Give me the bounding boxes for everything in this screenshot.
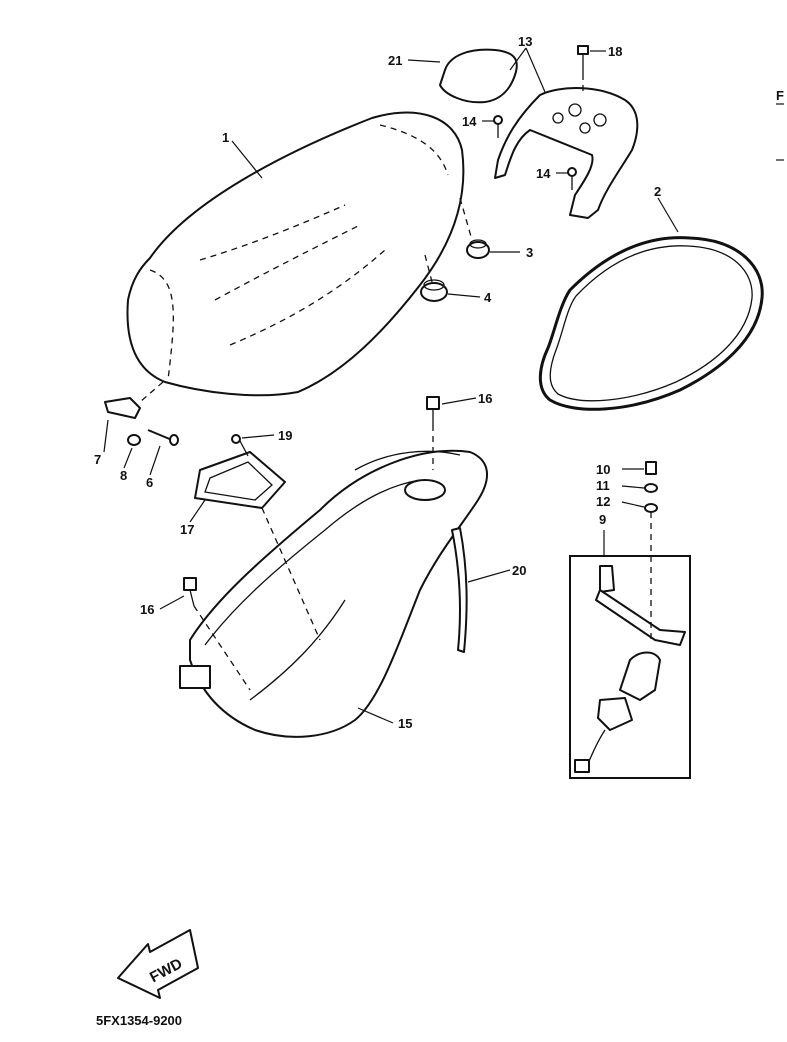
callout-19: 19 xyxy=(278,428,292,443)
callout-16-upper: 16 xyxy=(478,391,492,406)
bolt-14-lower xyxy=(567,167,577,190)
rear-cover xyxy=(439,48,518,104)
seat-to-hinge-dash xyxy=(139,381,164,403)
bolt-10 xyxy=(645,461,657,475)
seat-to-damper3-dash xyxy=(459,197,473,241)
fwd-arrow-icon: FWD xyxy=(117,929,199,999)
grab-bar xyxy=(494,87,639,219)
callout-4: 4 xyxy=(484,290,492,305)
callout-8: 8 xyxy=(120,468,127,483)
bolt-16-upper xyxy=(426,396,440,425)
drawing-code: 5FX1354-9200 xyxy=(96,1013,182,1028)
bolt-6 xyxy=(147,429,179,446)
lid-dash xyxy=(261,507,321,641)
callout-21: 21 xyxy=(388,53,402,68)
seat-hinge-7 xyxy=(104,397,141,419)
bolt16-lower-dash xyxy=(193,605,251,691)
nut-8 xyxy=(127,434,141,446)
screw-19 xyxy=(231,434,249,457)
seat-to-damper4-dash xyxy=(424,254,433,283)
washer-11 xyxy=(644,483,658,493)
seal-ring xyxy=(538,236,764,411)
bolt-16-lower xyxy=(183,577,197,607)
callout-14-lower: 14 xyxy=(536,166,551,181)
bolt-18 xyxy=(577,45,589,74)
callout-12: 12 xyxy=(596,494,610,509)
callout-15: 15 xyxy=(398,716,412,731)
callout-13: 13 xyxy=(518,34,532,49)
damper-4 xyxy=(420,279,448,302)
bolt-14-upper xyxy=(493,115,503,138)
callout-17: 17 xyxy=(180,522,194,537)
storage-box xyxy=(179,449,489,738)
margin-mark-f: F xyxy=(776,88,784,103)
seat-part xyxy=(126,111,465,397)
callout-14-upper: 14 xyxy=(462,114,477,129)
callout-11: 11 xyxy=(596,478,610,493)
callout-6: 6 xyxy=(146,475,153,490)
callout-1: 1 xyxy=(222,130,229,145)
inspection-lid xyxy=(194,451,286,509)
callout-16-lower: 16 xyxy=(140,602,154,617)
seat-lock-assembly-box xyxy=(569,555,691,779)
callout-7: 7 xyxy=(94,452,101,467)
damper-3 xyxy=(466,239,490,259)
callout-3: 3 xyxy=(526,245,533,260)
callout-9: 9 xyxy=(599,512,606,527)
callout-20: 20 xyxy=(512,563,526,578)
leader-lines xyxy=(103,47,679,724)
washer-12 xyxy=(644,503,658,513)
callout-2: 2 xyxy=(654,184,661,199)
callout-10: 10 xyxy=(596,462,610,477)
callout-18: 18 xyxy=(608,44,622,59)
drain-hose xyxy=(451,527,468,653)
